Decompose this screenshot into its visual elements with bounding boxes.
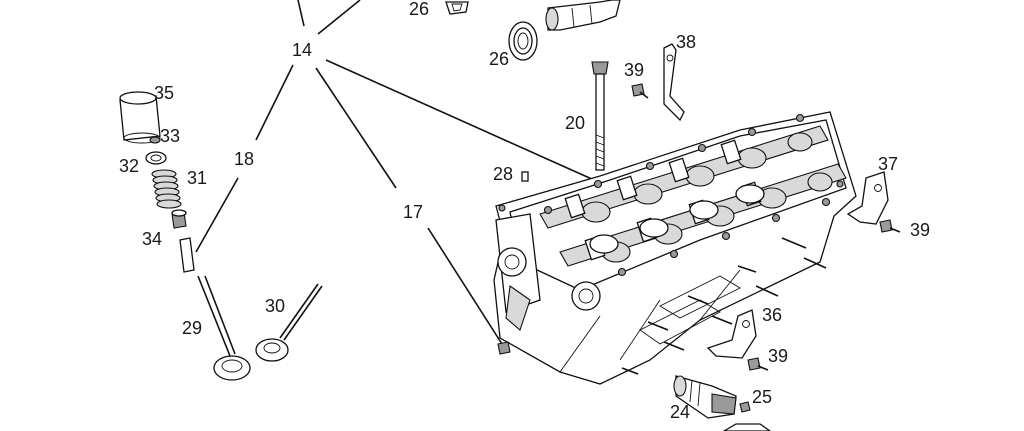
leader-line <box>297 0 305 27</box>
valve-part-29 <box>197 275 251 381</box>
spring-retainer-part-32 <box>145 151 167 165</box>
callout-29: 29 <box>182 318 202 338</box>
callout-20: 20 <box>565 113 585 133</box>
callout-31: 31 <box>187 168 207 188</box>
callout-38: 38 <box>676 32 696 52</box>
valve-keeper-part-33 <box>149 136 161 144</box>
bracket-part-38 <box>663 43 685 122</box>
tappet-part-35 <box>119 91 161 144</box>
callout-39-right: 39 <box>910 220 930 240</box>
callout-18: 18 <box>234 149 254 169</box>
leader-line <box>317 0 361 35</box>
camshaft-seal-part-26a <box>445 1 469 15</box>
solenoid-valve-part-24 <box>673 375 737 419</box>
callout-17: 17 <box>403 202 423 222</box>
bolt-part-39-right <box>879 219 901 233</box>
bracket-part-37 <box>846 171 889 225</box>
callout-labels: 14 17 18 20 24 25 26 26 28 29 30 31 32 3… <box>119 0 930 422</box>
bracket-part-36 <box>706 309 757 359</box>
callout-34: 34 <box>142 229 162 249</box>
callout-26: 26 <box>489 49 509 69</box>
plug-part-28 <box>521 171 529 182</box>
valve-guide-part-18 <box>179 237 195 273</box>
callout-32: 32 <box>119 156 139 176</box>
callout-28: 28 <box>493 164 513 184</box>
callout-39-top: 39 <box>624 60 644 80</box>
callout-14: 14 <box>292 40 312 60</box>
leader-line <box>427 227 503 345</box>
callout-24: 24 <box>670 402 690 422</box>
bolt-part-39-top <box>631 83 649 99</box>
callout-33: 33 <box>160 126 180 146</box>
screw-part-25 <box>739 401 751 413</box>
callout-35: 35 <box>154 83 174 103</box>
bottom-edge-part <box>722 423 772 431</box>
callout-39-lower: 39 <box>768 346 788 366</box>
leader-line <box>195 177 239 253</box>
camshaft-end-part <box>545 0 621 31</box>
bolt-part-39-lower <box>747 357 769 371</box>
camshaft-seal-part-26b <box>508 21 538 61</box>
callout-37: 37 <box>878 154 898 174</box>
leader-line <box>315 67 397 189</box>
leader-line <box>325 59 595 181</box>
callout-26-top: 26 <box>409 0 429 19</box>
callout-25: 25 <box>752 387 772 407</box>
cylinder-head-assembly <box>493 111 857 385</box>
valve-stem-seal-part-34 <box>171 209 187 229</box>
leader-lines <box>195 0 595 345</box>
valve-spring-part-31 <box>151 169 182 209</box>
callout-36: 36 <box>762 305 782 325</box>
callout-30: 30 <box>265 296 285 316</box>
head-bolt-part-20 <box>591 61 609 171</box>
plug-part-17 <box>497 341 511 355</box>
leader-line <box>255 64 294 141</box>
valve-part-30 <box>255 283 323 362</box>
